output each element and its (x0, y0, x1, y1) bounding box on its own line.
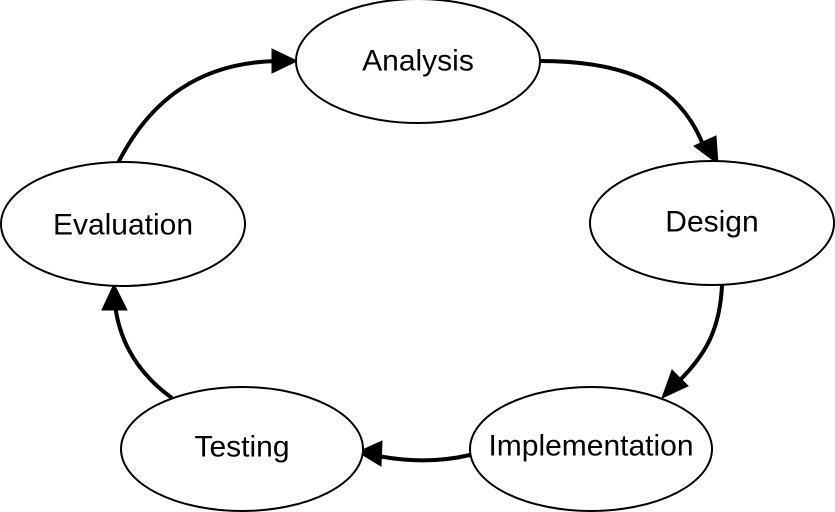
edge-evaluation-to-analysis (116, 48, 299, 164)
arrowhead (101, 282, 128, 311)
node-label-implementation: Implementation (488, 430, 693, 463)
edge-testing-to-evaluation (101, 282, 174, 400)
node-label-design: Design (665, 206, 758, 239)
edge-design-to-implementation (661, 284, 724, 399)
node-ellipse (0, 161, 246, 287)
node-ellipse (120, 386, 364, 512)
edge-line (116, 59, 279, 164)
edges (101, 48, 724, 467)
arrowhead (693, 135, 719, 166)
arrowhead (356, 440, 383, 467)
edge-line (678, 284, 724, 382)
edge-line (113, 304, 174, 400)
node-analysis: Analysis (295, 0, 541, 124)
node-ellipse (295, 0, 541, 124)
node-implementation: Implementation (469, 386, 713, 512)
node-design: Design (589, 160, 835, 286)
node-label-evaluation: Evaluation (53, 209, 193, 242)
node-evaluation: Evaluation (0, 161, 246, 287)
edge-analysis-to-design (539, 59, 719, 166)
edge-line (377, 453, 471, 463)
edge-implementation-to-testing (356, 440, 471, 467)
arrowhead (661, 369, 689, 399)
arrowhead (271, 48, 299, 74)
node-label-testing: Testing (194, 431, 289, 464)
node-ellipse (469, 386, 713, 512)
node-label-analysis: Analysis (362, 45, 474, 78)
node-testing: Testing (120, 386, 364, 512)
edge-line (539, 59, 707, 151)
node-ellipse (589, 160, 835, 286)
